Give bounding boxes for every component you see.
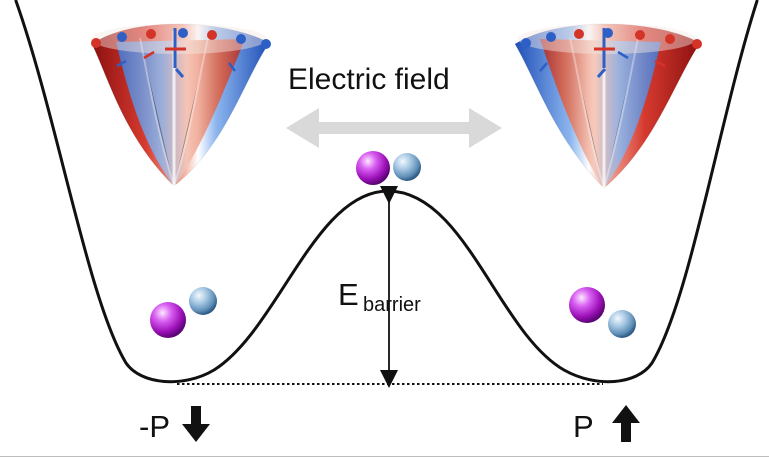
barrier-label: E barrier — [338, 277, 421, 316]
top-atom-pair — [356, 151, 421, 185]
double-headed-arrow-icon — [286, 108, 502, 148]
right-polarization-surface — [514, 23, 701, 189]
field-label: Electric field — [288, 63, 450, 96]
barrier-symbol: E — [338, 277, 359, 312]
barrier-subscript: barrier — [363, 294, 421, 316]
left-atom-pair — [150, 287, 217, 338]
right-surface-spins — [521, 28, 702, 78]
left-state-label: -P — [139, 409, 170, 444]
left-surface-spins — [91, 28, 271, 78]
arrow-down-icon — [182, 406, 210, 442]
left-polarization-surface — [91, 23, 270, 187]
arrow-up-icon — [612, 405, 640, 442]
right-atom-pair — [569, 287, 636, 338]
right-state-label: P — [573, 409, 594, 444]
